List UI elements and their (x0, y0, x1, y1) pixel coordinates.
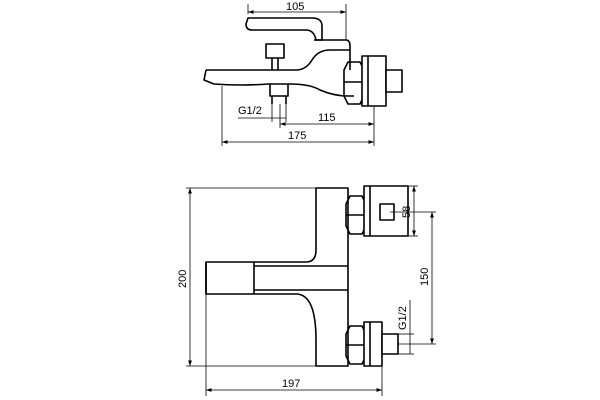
dim-g12-side-label: G1/2 (238, 105, 262, 117)
front-view: 200 58 150 G1/2 197 (177, 185, 436, 396)
inlet-body-side (361, 55, 387, 107)
spout-lower (203, 69, 354, 97)
spout-upper (206, 49, 350, 71)
outlet (269, 84, 289, 97)
dim-105-label: 105 (286, 1, 304, 13)
mixer-body (205, 187, 349, 367)
dim-197-label: 197 (282, 378, 300, 390)
hex-nut-side (343, 61, 365, 105)
inlet-pipe-side (385, 69, 403, 93)
cartridge-body (314, 39, 351, 70)
dim-200-label: 200 (177, 270, 189, 288)
side-view: 105 G1/2 115 175 (203, 1, 403, 146)
dim-115-label: 115 (318, 112, 336, 124)
inlet-pipe-lower (381, 333, 399, 355)
dim-g12-front-label: G1/2 (397, 306, 409, 330)
diverter-knob (265, 43, 285, 59)
inlet-body-lower (363, 321, 383, 367)
dim-175-label: 175 (288, 130, 306, 142)
dim-150-label: 150 (419, 268, 431, 286)
lever-handle (245, 17, 323, 41)
